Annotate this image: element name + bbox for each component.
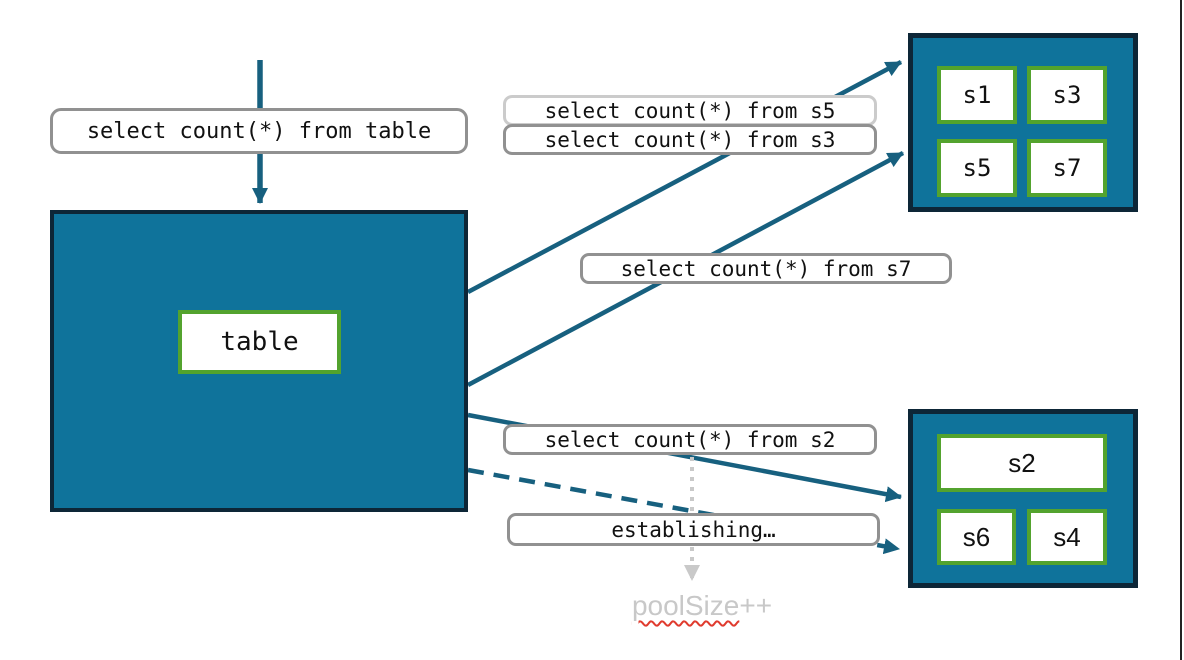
shard-s6: s6	[937, 509, 1016, 565]
shard-s3: s3	[1027, 66, 1107, 124]
query-label-from-s3: select count(*) from s3	[503, 124, 877, 155]
shard-s1-label: s1	[962, 81, 992, 109]
query-label-from-s7: select count(*) from s7	[580, 253, 952, 284]
pool-size-suffix: ++	[739, 590, 773, 621]
query-label-from-s2: select count(*) from s2	[503, 424, 877, 455]
pool-size-annotation: poolSize++	[592, 590, 812, 622]
shard-s7-label: s7	[1052, 154, 1082, 182]
shard-s4: s4	[1027, 509, 1107, 565]
canvas-edge-line	[1180, 0, 1182, 660]
pool-size-word: poolSize	[631, 590, 740, 621]
shard-s1: s1	[937, 66, 1017, 124]
shard-s7: s7	[1027, 139, 1107, 197]
shard-s2: s2	[937, 434, 1107, 492]
establishing-label: establishing…	[507, 513, 880, 546]
shard-s3-label: s3	[1052, 81, 1082, 109]
query-label-from-table: select count(*) from table	[50, 108, 468, 154]
shard-s2-label: s2	[1008, 447, 1036, 478]
shard-s6-label: s6	[962, 521, 991, 552]
shard-s5-label: s5	[962, 154, 992, 182]
shard-s5: s5	[937, 139, 1017, 197]
table-node-label: table	[178, 310, 341, 374]
query-label-from-s5: select count(*) from s5	[503, 95, 877, 126]
shard-s4-label: s4	[1053, 521, 1081, 552]
